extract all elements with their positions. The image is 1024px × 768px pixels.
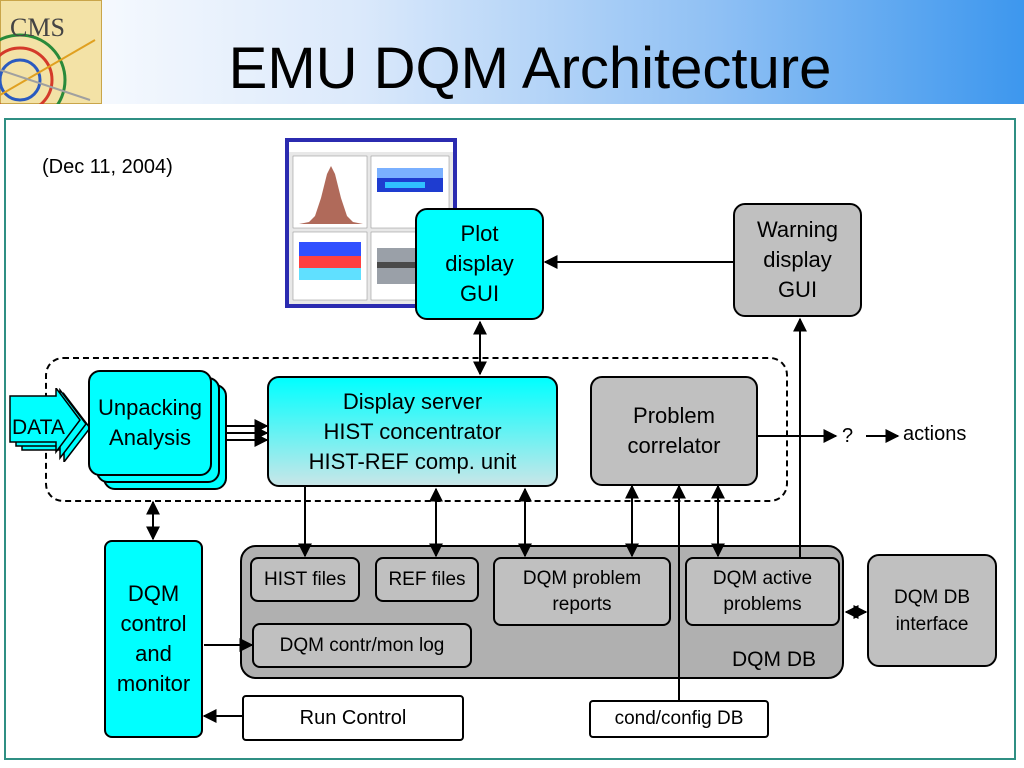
dqm-control-monitor-node[interactable]: DQM control and monitor: [104, 540, 203, 738]
plot-display-line-2: display: [445, 251, 514, 276]
display-server-line-2: HIST concentrator: [323, 418, 502, 444]
logo-text: CMS: [10, 13, 65, 42]
problem-reports-line-2: reports: [552, 593, 612, 615]
cond-config-db-node[interactable]: cond/config DB: [589, 700, 769, 738]
display-server-line-1: Display server: [342, 388, 483, 414]
unpacking-line-2: Analysis: [109, 425, 191, 450]
dqm-contr-mon-log-node[interactable]: DQM contr/mon log: [252, 623, 472, 668]
display-server-node[interactable]: Display server HIST concentrator HIST-RE…: [267, 376, 558, 487]
dqm-active-problems-node[interactable]: DQM active problems: [685, 557, 840, 626]
cms-logo-icon: CMS: [0, 0, 102, 104]
unpacking-line-1: Unpacking: [98, 395, 202, 420]
plot-display-line-3: GUI: [459, 281, 500, 306]
slide-frame: [4, 118, 1016, 760]
db-interface-line-2: interface: [895, 613, 969, 635]
page-title: EMU DQM Architecture: [228, 36, 832, 101]
warning-display-line-1: Warning: [756, 217, 839, 242]
db-interface-line-1: DQM DB: [894, 586, 970, 608]
display-server-line-3: HIST-REF comp. unit: [308, 448, 517, 474]
warning-display-gui-node[interactable]: Warning display GUI: [733, 203, 862, 317]
question-mark-label: ?: [842, 425, 854, 447]
date-label: (Dec 11, 2004): [42, 156, 173, 178]
hist-files-node[interactable]: HIST files: [250, 557, 360, 602]
problem-correlator-line-2: correlator: [627, 433, 721, 458]
unpacking-analysis-node[interactable]: Unpacking Analysis: [88, 370, 212, 476]
warning-display-line-3: GUI: [777, 277, 818, 302]
plot-display-gui-node[interactable]: Plot display GUI: [415, 208, 544, 320]
plot-display-line-1: Plot: [460, 221, 499, 246]
ref-files-node[interactable]: REF files: [375, 557, 479, 602]
title-bar: [0, 0, 1024, 104]
dqm-control-line-3: and: [135, 641, 172, 666]
data-input-arrow: [9, 388, 91, 462]
problem-correlator-node[interactable]: Problem correlator: [590, 376, 758, 486]
data-label: DATA: [12, 416, 65, 439]
dqm-control-line-4: monitor: [116, 671, 191, 696]
active-problems-line-2: problems: [723, 593, 802, 615]
problem-correlator-line-1: Problem: [633, 403, 715, 428]
active-problems-line-1: DQM active: [712, 567, 813, 589]
dqm-control-line-1: DQM: [127, 581, 180, 606]
dqm-db-interface-node[interactable]: DQM DB interface: [867, 554, 997, 667]
run-control-node[interactable]: Run Control: [242, 695, 464, 741]
dqm-problem-reports-node[interactable]: DQM problem reports: [493, 557, 671, 626]
dqm-control-line-2: control: [120, 611, 187, 636]
dqm-db-label: DQM DB: [732, 648, 816, 671]
problem-reports-line-1: DQM problem: [522, 567, 642, 589]
warning-display-line-2: display: [763, 247, 832, 272]
actions-label: actions: [903, 423, 967, 445]
